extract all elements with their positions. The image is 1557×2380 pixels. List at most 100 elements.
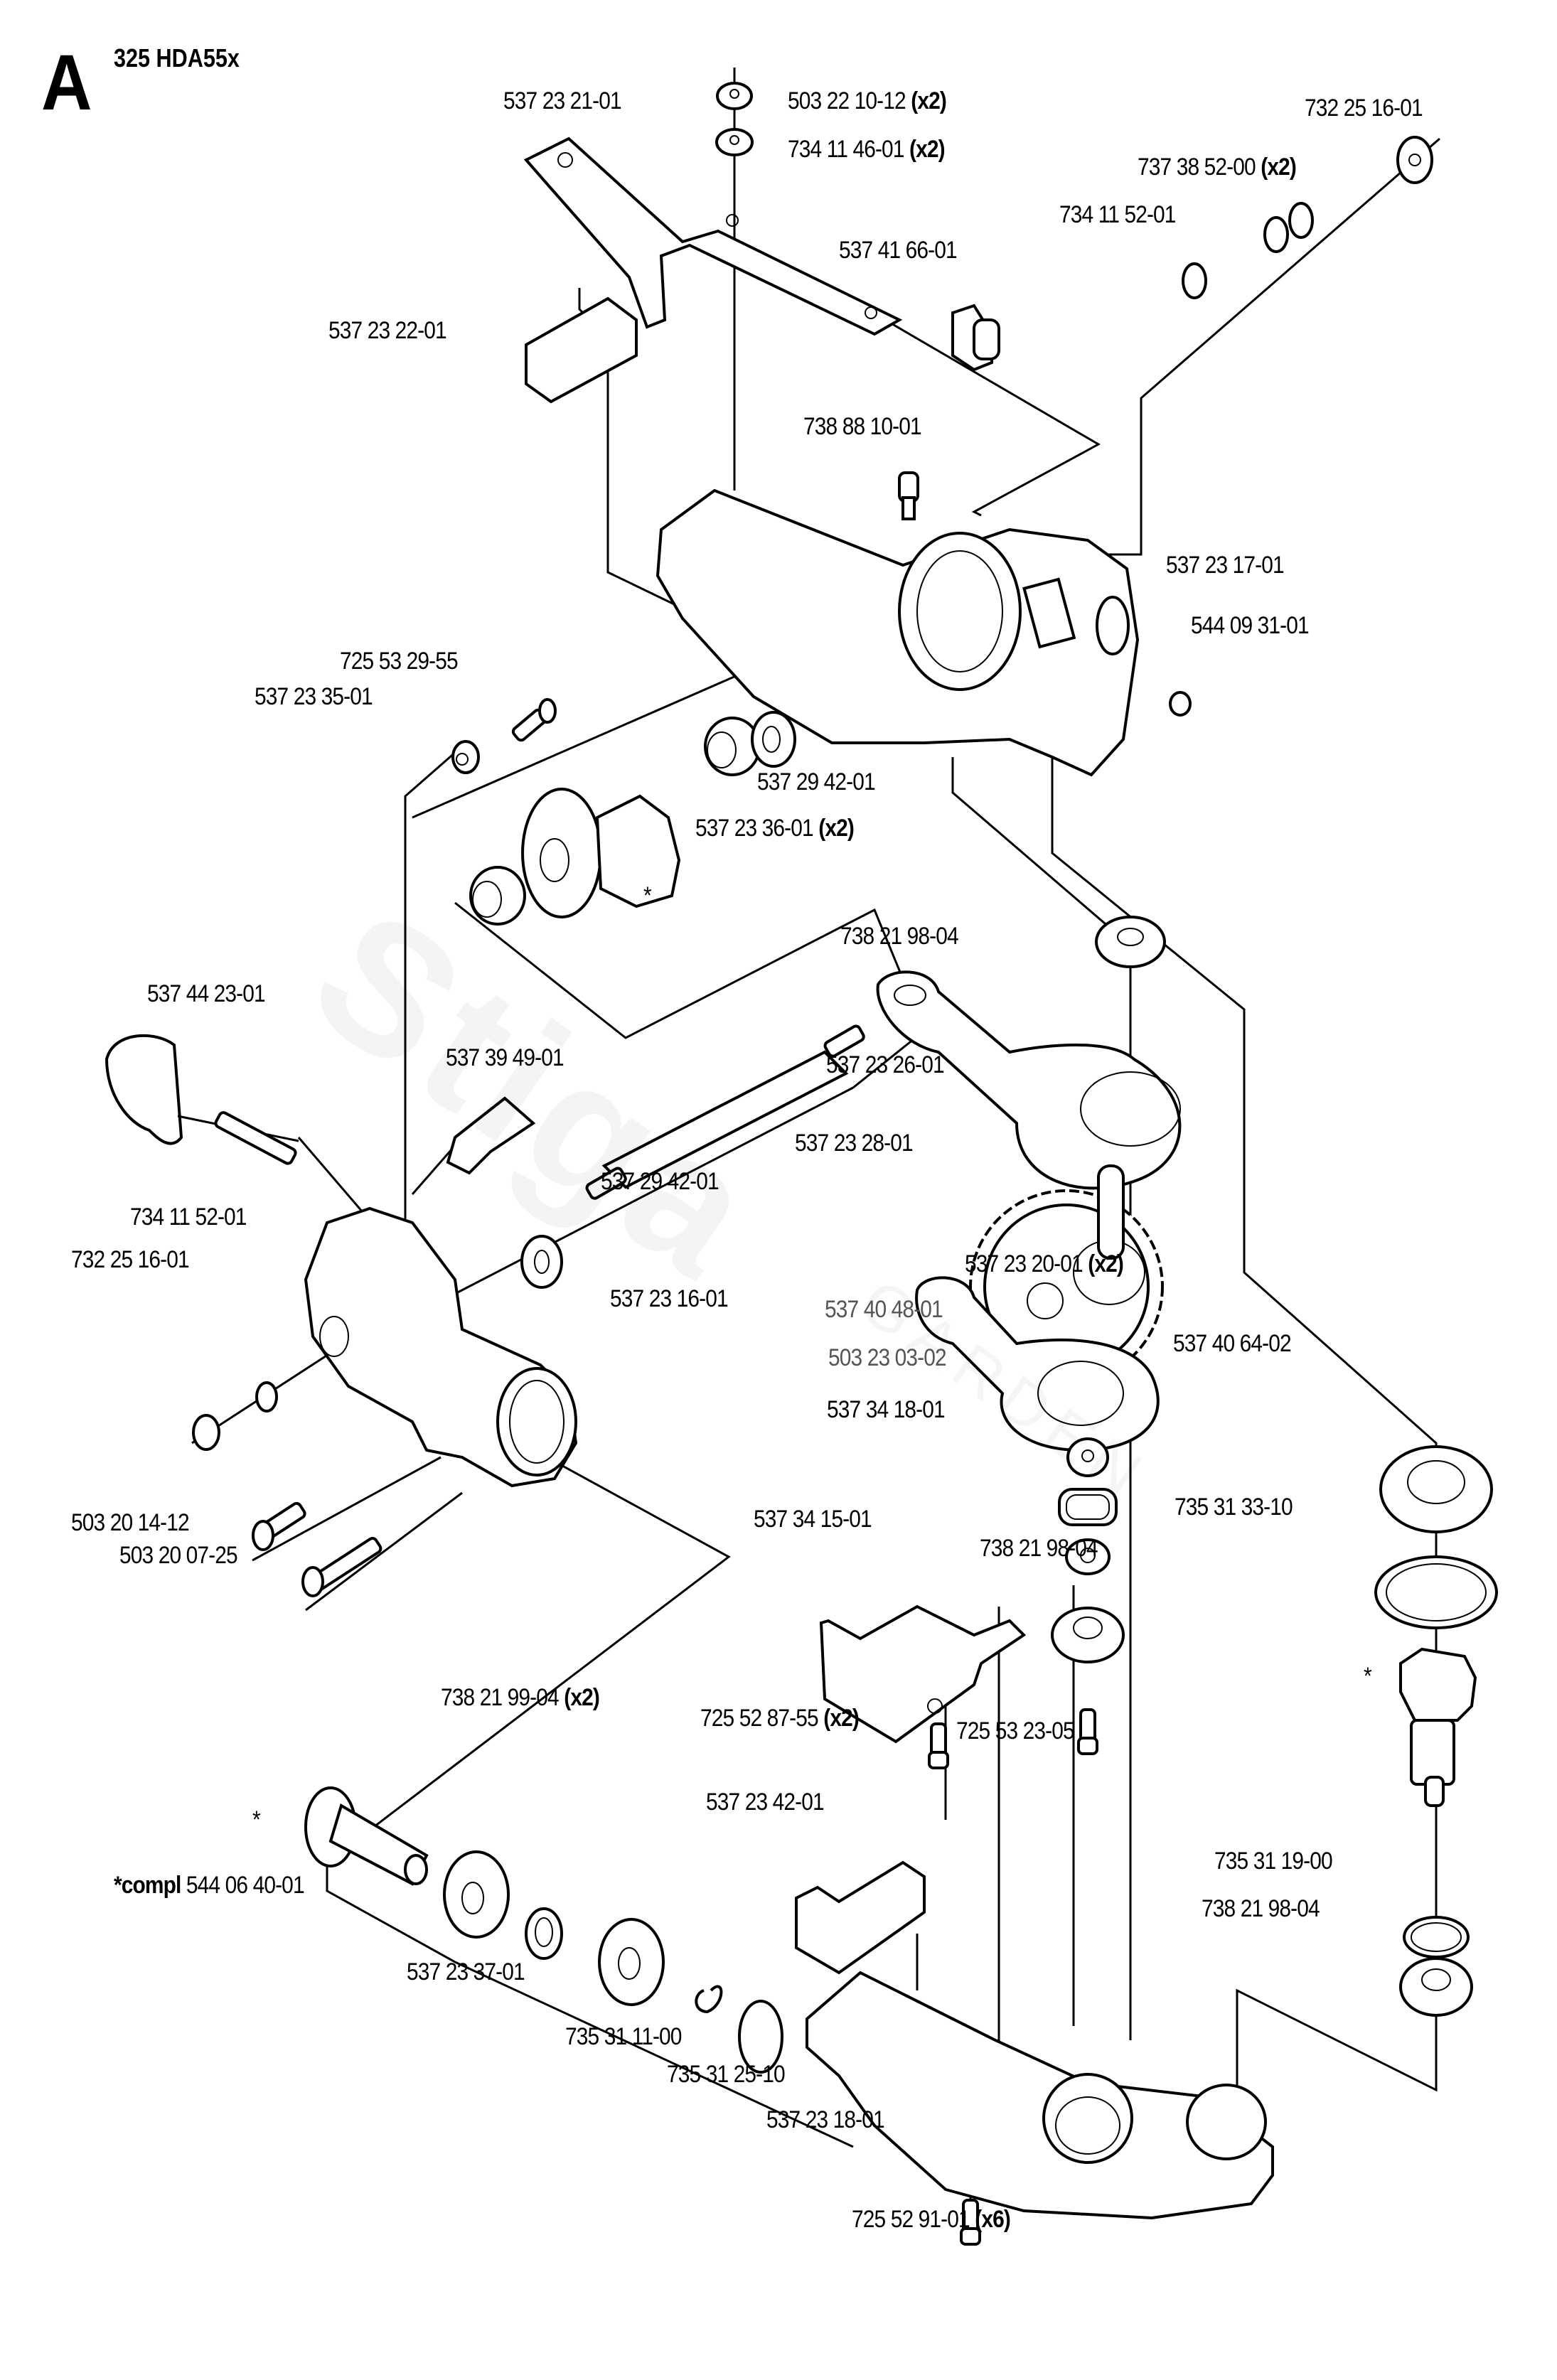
part-number: 537 23 20-01 [965,1250,1084,1277]
part-number: 503 20 14-12 [71,1509,190,1536]
lower-housing-537-23-18-01 [806,1971,1274,2220]
nut-732-25-16-01-top [1396,136,1433,184]
washer-537-29-42-01-mid [520,1235,563,1289]
model-title: 325 HDA55x [114,43,240,73]
nut-732-25-16-01-left [192,1414,220,1451]
asterisk-marker-pinion-left: * [252,1806,261,1833]
parts [105,82,1498,2246]
nut-503-22-10-12 [716,82,753,110]
part-number: 537 34 15-01 [754,1506,872,1533]
screw-725-52-91-01 [960,2199,981,2246]
bracket-537-34-15-01 [819,1604,1027,1744]
part-label-503-22-10-12: 503 22 10-12 (x2) [788,87,947,115]
part-number: 537 23 36-01 [695,815,814,842]
grease-nipple-738-88-10-01 [898,471,919,520]
part-number: 537 23 18-01 [766,2106,885,2133]
bevel-gear-assembly [521,788,681,918]
part-number: 737 38 52-00 [1138,154,1256,181]
bearing-738-21-99-04-b [598,1918,665,2006]
part-number: 738 88 10-01 [803,413,922,440]
part-label-537-23-18-01: 537 23 18-01 [766,2106,885,2134]
part-label-537-23-37-01: 537 23 37-01 [407,1958,525,1986]
part-number: 537 23 26-01 [826,1051,945,1078]
spacer-537-23-42-01 [795,1860,926,1975]
part-number: 503 23 03-02 [828,1344,947,1371]
section-letter: A [41,39,92,127]
part-number: 537 44 23-01 [147,980,266,1007]
part-number: 738 21 98-04 [1202,1895,1320,1922]
part-number: 537 39 49-01 [446,1044,565,1071]
part-number: 734 11 46-01 [788,136,904,163]
connecting-rod-537-23-20-01-b [915,1276,1160,1452]
part-label-725-53-23-05: 725 53 23-05 [956,1717,1075,1745]
upper-housing-537-23-17-01 [656,488,1140,777]
part-number: 738 21 98-04 [980,1535,1098,1562]
kit-note: *compl 544 06 40-01 [114,1871,305,1899]
bearing-537-23-36-01-a [704,717,761,776]
part-number: 537 23 37-01 [407,1958,525,1985]
part-label-537-23-21-01: 537 23 21-01 [503,87,622,115]
part-label-537-29-42-01-top: 537 29 42-01 [757,768,876,796]
part-label-735-31-33-10: 735 31 33-10 [1175,1493,1293,1521]
part-number: 503 22 10-12 [788,87,906,114]
screw-725-52-87-55 [928,1722,949,1769]
part-label-734-11-46-01: 734 11 46-01 (x2) [788,135,946,164]
washer-734-11-52-01-top [1182,262,1207,299]
part-label-732-25-16-01-top: 732 25 16-01 [1305,94,1423,122]
part-number: 503 20 07-25 [119,1542,238,1569]
part-label-537-23-35-01: 537 23 35-01 [255,682,373,711]
kit-note-prefix: *compl [114,1872,181,1899]
pinion-shaft-544-06-40-01 [304,1786,429,1886]
part-number: 732 25 16-01 [1305,95,1423,122]
part-label-537-23-28-01: 537 23 28-01 [795,1129,914,1157]
part-label-725-52-91-01: 725 52 91-01 (x6) [852,2205,1011,2234]
part-label-537-34-18-01: 537 34 18-01 [827,1395,946,1424]
part-number: 735 31 11-00 [565,2023,682,2050]
part-label-738-21-99-04: 738 21 99-04 (x2) [441,1683,600,1712]
part-number: 738 21 99-04 [441,1684,560,1711]
part-number: 735 31 19-00 [1214,1848,1333,1875]
part-label-735-31-11-00: 735 31 11-00 [565,2022,682,2051]
part-label-734-11-52-01-left: 734 11 52-01 [130,1203,247,1231]
bearing-738-21-99-04-a [443,1850,510,1939]
part-number: 725 53 29-55 [340,648,459,675]
part-label-537-41-66-01: 537 41 66-01 [839,236,958,264]
part-quantity: (x2) [558,1684,600,1711]
part-label-537-34-15-01: 537 34 15-01 [754,1505,872,1533]
part-label-738-21-98-04-c: 738 21 98-04 [1202,1894,1320,1923]
part-number: 537 23 16-01 [610,1285,729,1312]
pinion-gear [1399,1647,1477,1807]
part-number: 537 23 22-01 [328,317,447,344]
part-label-738-21-98-04-b: 738 21 98-04 [980,1534,1098,1562]
screw-503-20-07-25 [301,1536,382,1597]
part-number: 725 52 87-55 [700,1705,819,1732]
washer-737-38-52-00 [1263,202,1314,253]
connecting-rod-537-23-20-01-a [876,970,1182,1190]
part-number: 537 23 21-01 [503,87,622,114]
part-label-537-40-48-01: 537 40 48-01 [825,1295,943,1324]
gear-housing-537-23-16-01 [304,1206,578,1488]
screw-725-53-29-55 [511,698,557,742]
part-label-537-23-17-01: 537 23 17-01 [1166,551,1285,579]
part-label-537-39-49-01: 537 39 49-01 [446,1044,565,1072]
part-quantity: (x2) [904,136,946,163]
part-label-537-23-22-01: 537 23 22-01 [328,316,447,345]
part-label-735-31-25-10: 735 31 25-10 [667,2060,786,2089]
part-number: 537 40 48-01 [825,1296,943,1323]
part-label-537-23-20-01: 537 23 20-01 (x2) [965,1250,1124,1278]
part-number: 725 52 91-01 [852,2206,970,2233]
part-number: 537 34 18-01 [827,1396,946,1423]
gear-537-23-28-01 [969,1164,1164,1384]
part-label-735-31-19-00: 735 31 19-00 [1214,1847,1333,1875]
bearing-738-21-98-04-c [1399,1957,1473,2017]
circlip-735-31-25-10 [738,2000,783,2074]
part-number: 537 23 42-01 [706,1789,825,1816]
clip-537-39-49-01 [446,1096,536,1175]
circlip-735-31-33-10 [1374,1555,1498,1629]
part-number: 537 23 17-01 [1166,552,1285,579]
part-number: 734 11 52-01 [130,1204,247,1231]
part-number: 735 31 25-10 [667,2061,786,2088]
bushing-537-23-35-01 [451,740,480,774]
part-quantity: (x6) [969,2206,1011,2233]
circlip-735-31-19-00 [1403,1916,1470,1958]
